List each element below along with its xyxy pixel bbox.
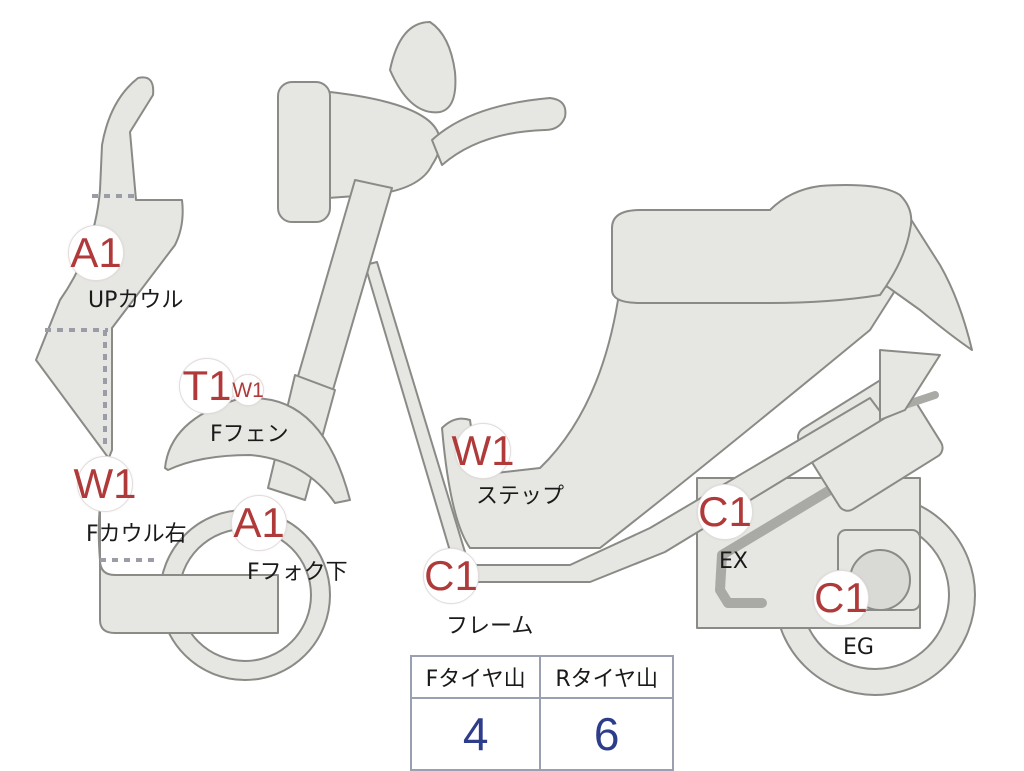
marker-label: Fカウル右 xyxy=(86,522,187,547)
marker-code: A1 xyxy=(231,495,287,551)
marker-label: フレーム xyxy=(446,614,534,639)
marker-label: Fフェン xyxy=(210,422,289,447)
marker-label: EG xyxy=(843,635,874,660)
rear-body xyxy=(611,184,973,351)
marker-label: UPカウル xyxy=(88,288,184,313)
marker-label: ステップ xyxy=(476,484,565,509)
marker-code: W1 xyxy=(452,423,515,479)
rear-tire-value: 6 xyxy=(539,697,674,771)
marker-code: A1 xyxy=(68,225,124,281)
marker-code-secondary: W1 xyxy=(232,374,264,406)
marker-code: T1 xyxy=(179,358,235,414)
front-cowl xyxy=(35,76,279,634)
marker-code: C1 xyxy=(423,548,479,604)
handlebar xyxy=(277,21,567,223)
marker-code: C1 xyxy=(813,570,869,626)
table-header-row: Fタイヤ山 Rタイヤ山 xyxy=(409,655,674,699)
marker-label: EX xyxy=(719,549,748,574)
front-tire-value: 4 xyxy=(409,697,542,771)
exhaust-pipe xyxy=(715,485,835,608)
marker-code: W1 xyxy=(74,456,137,512)
marker-code: C1 xyxy=(697,484,753,540)
rear-tire-header: Rタイヤ山 xyxy=(539,655,674,699)
marker-label: Fフォク下 xyxy=(247,560,348,585)
tire-tread-table: Fタイヤ山 Rタイヤ山 4 6 xyxy=(409,655,674,771)
front-tire-header: Fタイヤ山 xyxy=(409,655,542,699)
table-row: 4 6 xyxy=(409,697,674,771)
panel-seams xyxy=(45,194,160,562)
